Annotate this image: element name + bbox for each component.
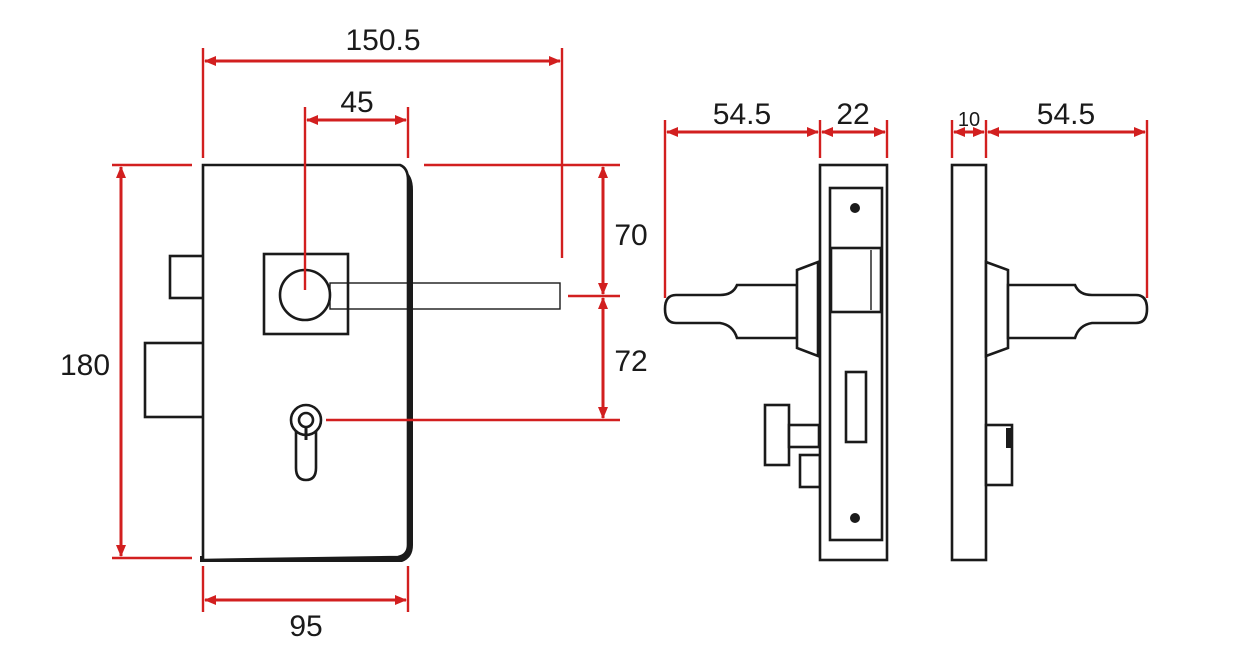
- cylinder-keyhole: [289, 403, 323, 482]
- latch-bolt: [168, 254, 208, 300]
- outside-cylinder-cam: [1006, 428, 1012, 448]
- side-faceplate: [828, 186, 884, 542]
- side-latch-opening: [829, 246, 883, 314]
- side-lever-handle: [663, 283, 799, 340]
- dim-label-backset: 45: [340, 86, 373, 119]
- lock-case-body: [201, 163, 410, 562]
- side-thumbturn-stem: [787, 423, 821, 449]
- outside-lever-handle: [1006, 283, 1149, 340]
- dim-label-handle-to-cylinder: 72: [614, 345, 647, 378]
- dim-label-handle-length-left: 54.5: [713, 98, 771, 131]
- side-deadbolt-opening: [844, 370, 868, 444]
- outside-plate: [950, 163, 988, 562]
- dim-label-plate-thickness: 10: [958, 109, 980, 131]
- dim-label-body-width: 95: [289, 610, 322, 643]
- dead-bolt: [143, 341, 207, 419]
- dim-label-handle-length-right: 54.5: [1037, 98, 1095, 131]
- outside-rose: [984, 260, 1010, 358]
- side-rose: [795, 260, 820, 358]
- handle-projection: [329, 282, 561, 310]
- front-view: 150.5 45 180 70 72 95: [60, 24, 648, 643]
- dim-label-height: 180: [60, 349, 110, 382]
- dim-label-top-to-handle: 70: [614, 219, 647, 252]
- dim-label-case-depth: 22: [836, 98, 869, 131]
- side-screw-bottom: [850, 513, 860, 523]
- side-thumbturn-base: [798, 453, 822, 489]
- side-view: 54.5 22: [663, 98, 889, 562]
- side-screw-top: [850, 203, 860, 213]
- side-thumbturn-knob: [763, 403, 791, 467]
- outside-view: 10 54.5: [950, 98, 1149, 562]
- dim-label-overall-width: 150.5: [345, 24, 420, 57]
